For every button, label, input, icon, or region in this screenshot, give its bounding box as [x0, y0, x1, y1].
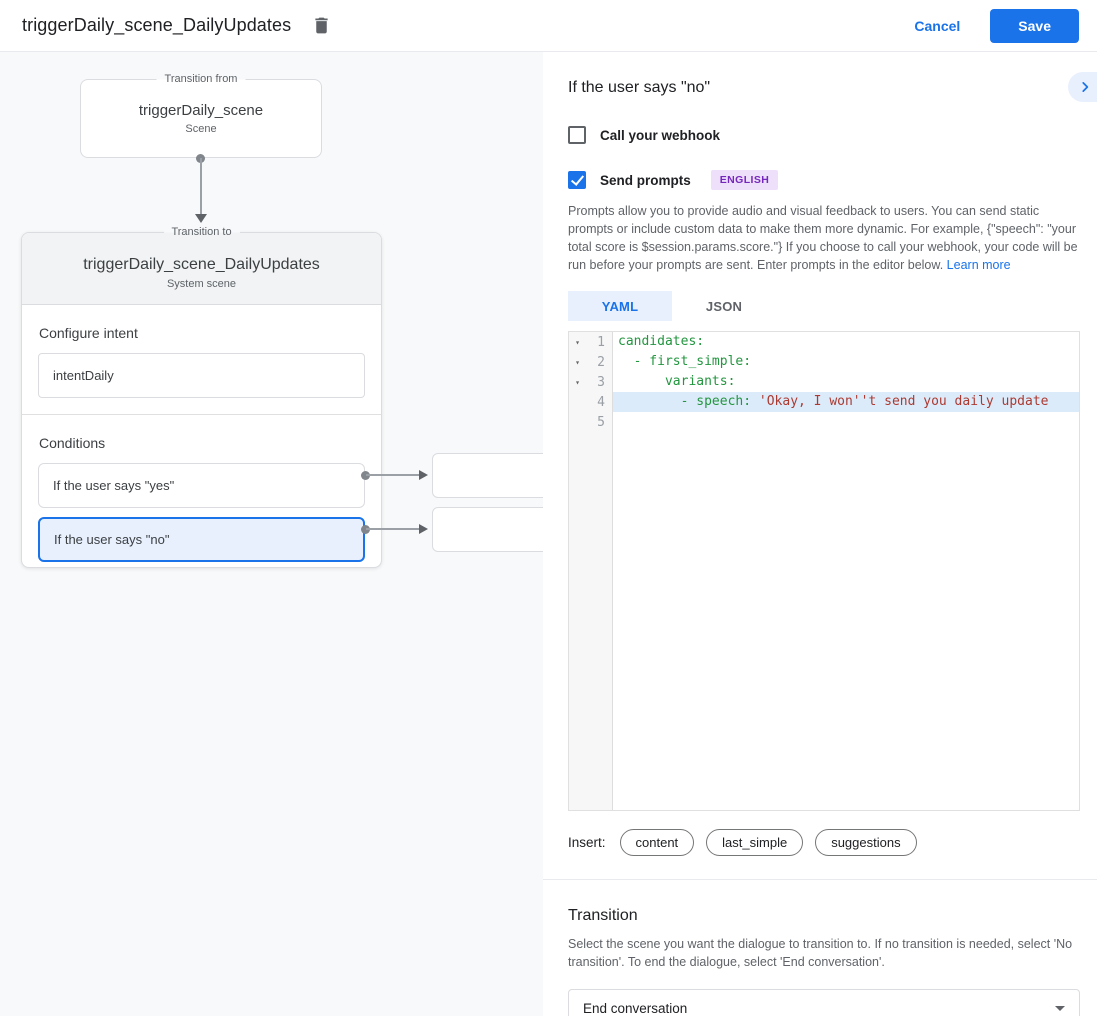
transition-select-value: End conversation [583, 1000, 688, 1016]
to-node-title: triggerDaily_scene_DailyUpdates [83, 256, 320, 273]
prompts-description: Prompts allow you to provide audio and v… [568, 202, 1080, 274]
gutter-line: 5 [597, 414, 605, 430]
configure-intent-section: Configure intent intentDaily [22, 305, 381, 414]
intent-field[interactable]: intentDaily [38, 353, 365, 398]
condition-no-label: If the user says "no" [54, 532, 170, 547]
code-line[interactable]: - first_simple: [618, 354, 752, 369]
arrow-right-icon [419, 470, 428, 480]
conditions-section: Conditions If the user says "yes" If the… [22, 414, 381, 578]
code-line[interactable] [613, 412, 1079, 432]
connector-dot [361, 471, 370, 480]
chevron-right-icon [1081, 82, 1088, 92]
page-title: triggerDaily_scene_DailyUpdates [22, 15, 292, 35]
tab-json[interactable]: JSON [705, 298, 743, 314]
top-bar: triggerDaily_scene_DailyUpdates Cancel S… [0, 0, 1097, 52]
gutter-line: ▾2 [575, 354, 605, 370]
from-node-subtitle: Scene [185, 123, 217, 135]
condition-item-yes[interactable]: If the user says "yes" [38, 463, 365, 508]
webhook-checkbox-row: Call your webhook [568, 126, 1080, 144]
tab-yaml[interactable]: YAML [568, 291, 672, 321]
condition-item-no[interactable]: If the user says "no" [38, 517, 365, 562]
cancel-button[interactable]: Cancel [898, 10, 976, 42]
condition-editor-panel: If the user says "no" Call your webhook … [543, 52, 1097, 1016]
configure-intent-label: Configure intent [39, 325, 138, 341]
transition-from-node[interactable]: Transition from triggerDaily_scene Scene [80, 72, 322, 158]
gutter-line: 4 [597, 394, 605, 410]
section-divider [543, 879, 1097, 880]
gutter-line: ▾3 [575, 374, 605, 390]
transition-to-card: Transition to triggerDaily_scene_DailyUp… [21, 225, 382, 568]
gutter-line: ▾1 [575, 334, 605, 350]
webhook-checkbox-label: Call your webhook [600, 127, 721, 143]
connector-line [366, 528, 420, 530]
scene-card-header: triggerDaily_scene_DailyUpdates System s… [22, 233, 381, 305]
send-prompts-checkbox[interactable] [568, 171, 586, 189]
connector-line [366, 474, 420, 476]
insert-row: Insert: content last_simple suggestions [568, 829, 1080, 856]
condition-yes-label: If the user says "yes" [53, 478, 175, 493]
intent-field-value: intentDaily [53, 368, 114, 383]
connector-dot [361, 525, 370, 534]
webhook-checkbox[interactable] [568, 126, 586, 144]
insert-chip-last-simple[interactable]: last_simple [706, 829, 804, 856]
prompts-checkbox-row: Send prompts ENGLISH [568, 170, 1080, 190]
prompts-description-text: Prompts allow you to provide audio and v… [568, 204, 1078, 272]
insert-chip-content[interactable]: content [619, 829, 695, 856]
arrow-down-icon [195, 214, 207, 223]
yaml-editor[interactable]: ▾1 ▾2 ▾3 4 5 candidates: - first_simple: var… [568, 331, 1080, 811]
language-badge: ENGLISH [710, 170, 779, 190]
conditions-label: Conditions [39, 435, 106, 451]
code-line[interactable]: variants: [618, 374, 736, 389]
code-line[interactable]: - speech: 'Okay, I won''t send you daily… [613, 392, 1079, 412]
connector-line [200, 158, 202, 215]
save-button[interactable]: Save [990, 8, 1079, 43]
transition-select[interactable]: End conversation [568, 989, 1080, 1016]
insert-chip-suggestions[interactable]: suggestions [815, 829, 917, 856]
trash-icon [315, 17, 328, 34]
transition-title: Transition [568, 907, 638, 924]
panel-title: If the user says "no" [568, 79, 711, 96]
arrow-right-icon [419, 524, 428, 534]
editor-tabs: YAML JSON [568, 291, 1080, 321]
transition-to-legend: Transition to [163, 225, 240, 240]
learn-more-link[interactable]: Learn more [946, 258, 1011, 272]
scene-canvas: Transition from triggerDaily_scene Scene… [0, 52, 543, 1016]
insert-label: Insert: [568, 835, 606, 850]
send-prompts-label: Send prompts [600, 172, 691, 188]
to-node-subtitle: System scene [166, 278, 237, 290]
editor-gutter: ▾1 ▾2 ▾3 4 5 [569, 332, 613, 810]
from-node-title: triggerDaily_scene [138, 102, 264, 119]
target-node-yes[interactable] [432, 453, 543, 498]
transition-description: Select the scene you want the dialogue t… [568, 937, 1073, 969]
transition-from-legend: Transition from [156, 72, 246, 87]
code-line[interactable]: candidates: [618, 334, 705, 349]
collapse-panel-button[interactable] [1068, 72, 1097, 102]
delete-button[interactable] [305, 10, 337, 42]
dropdown-caret-icon [1055, 1005, 1065, 1011]
editor-code[interactable]: candidates: - first_simple: variants: - … [613, 332, 1079, 810]
target-node-no[interactable] [432, 507, 543, 552]
